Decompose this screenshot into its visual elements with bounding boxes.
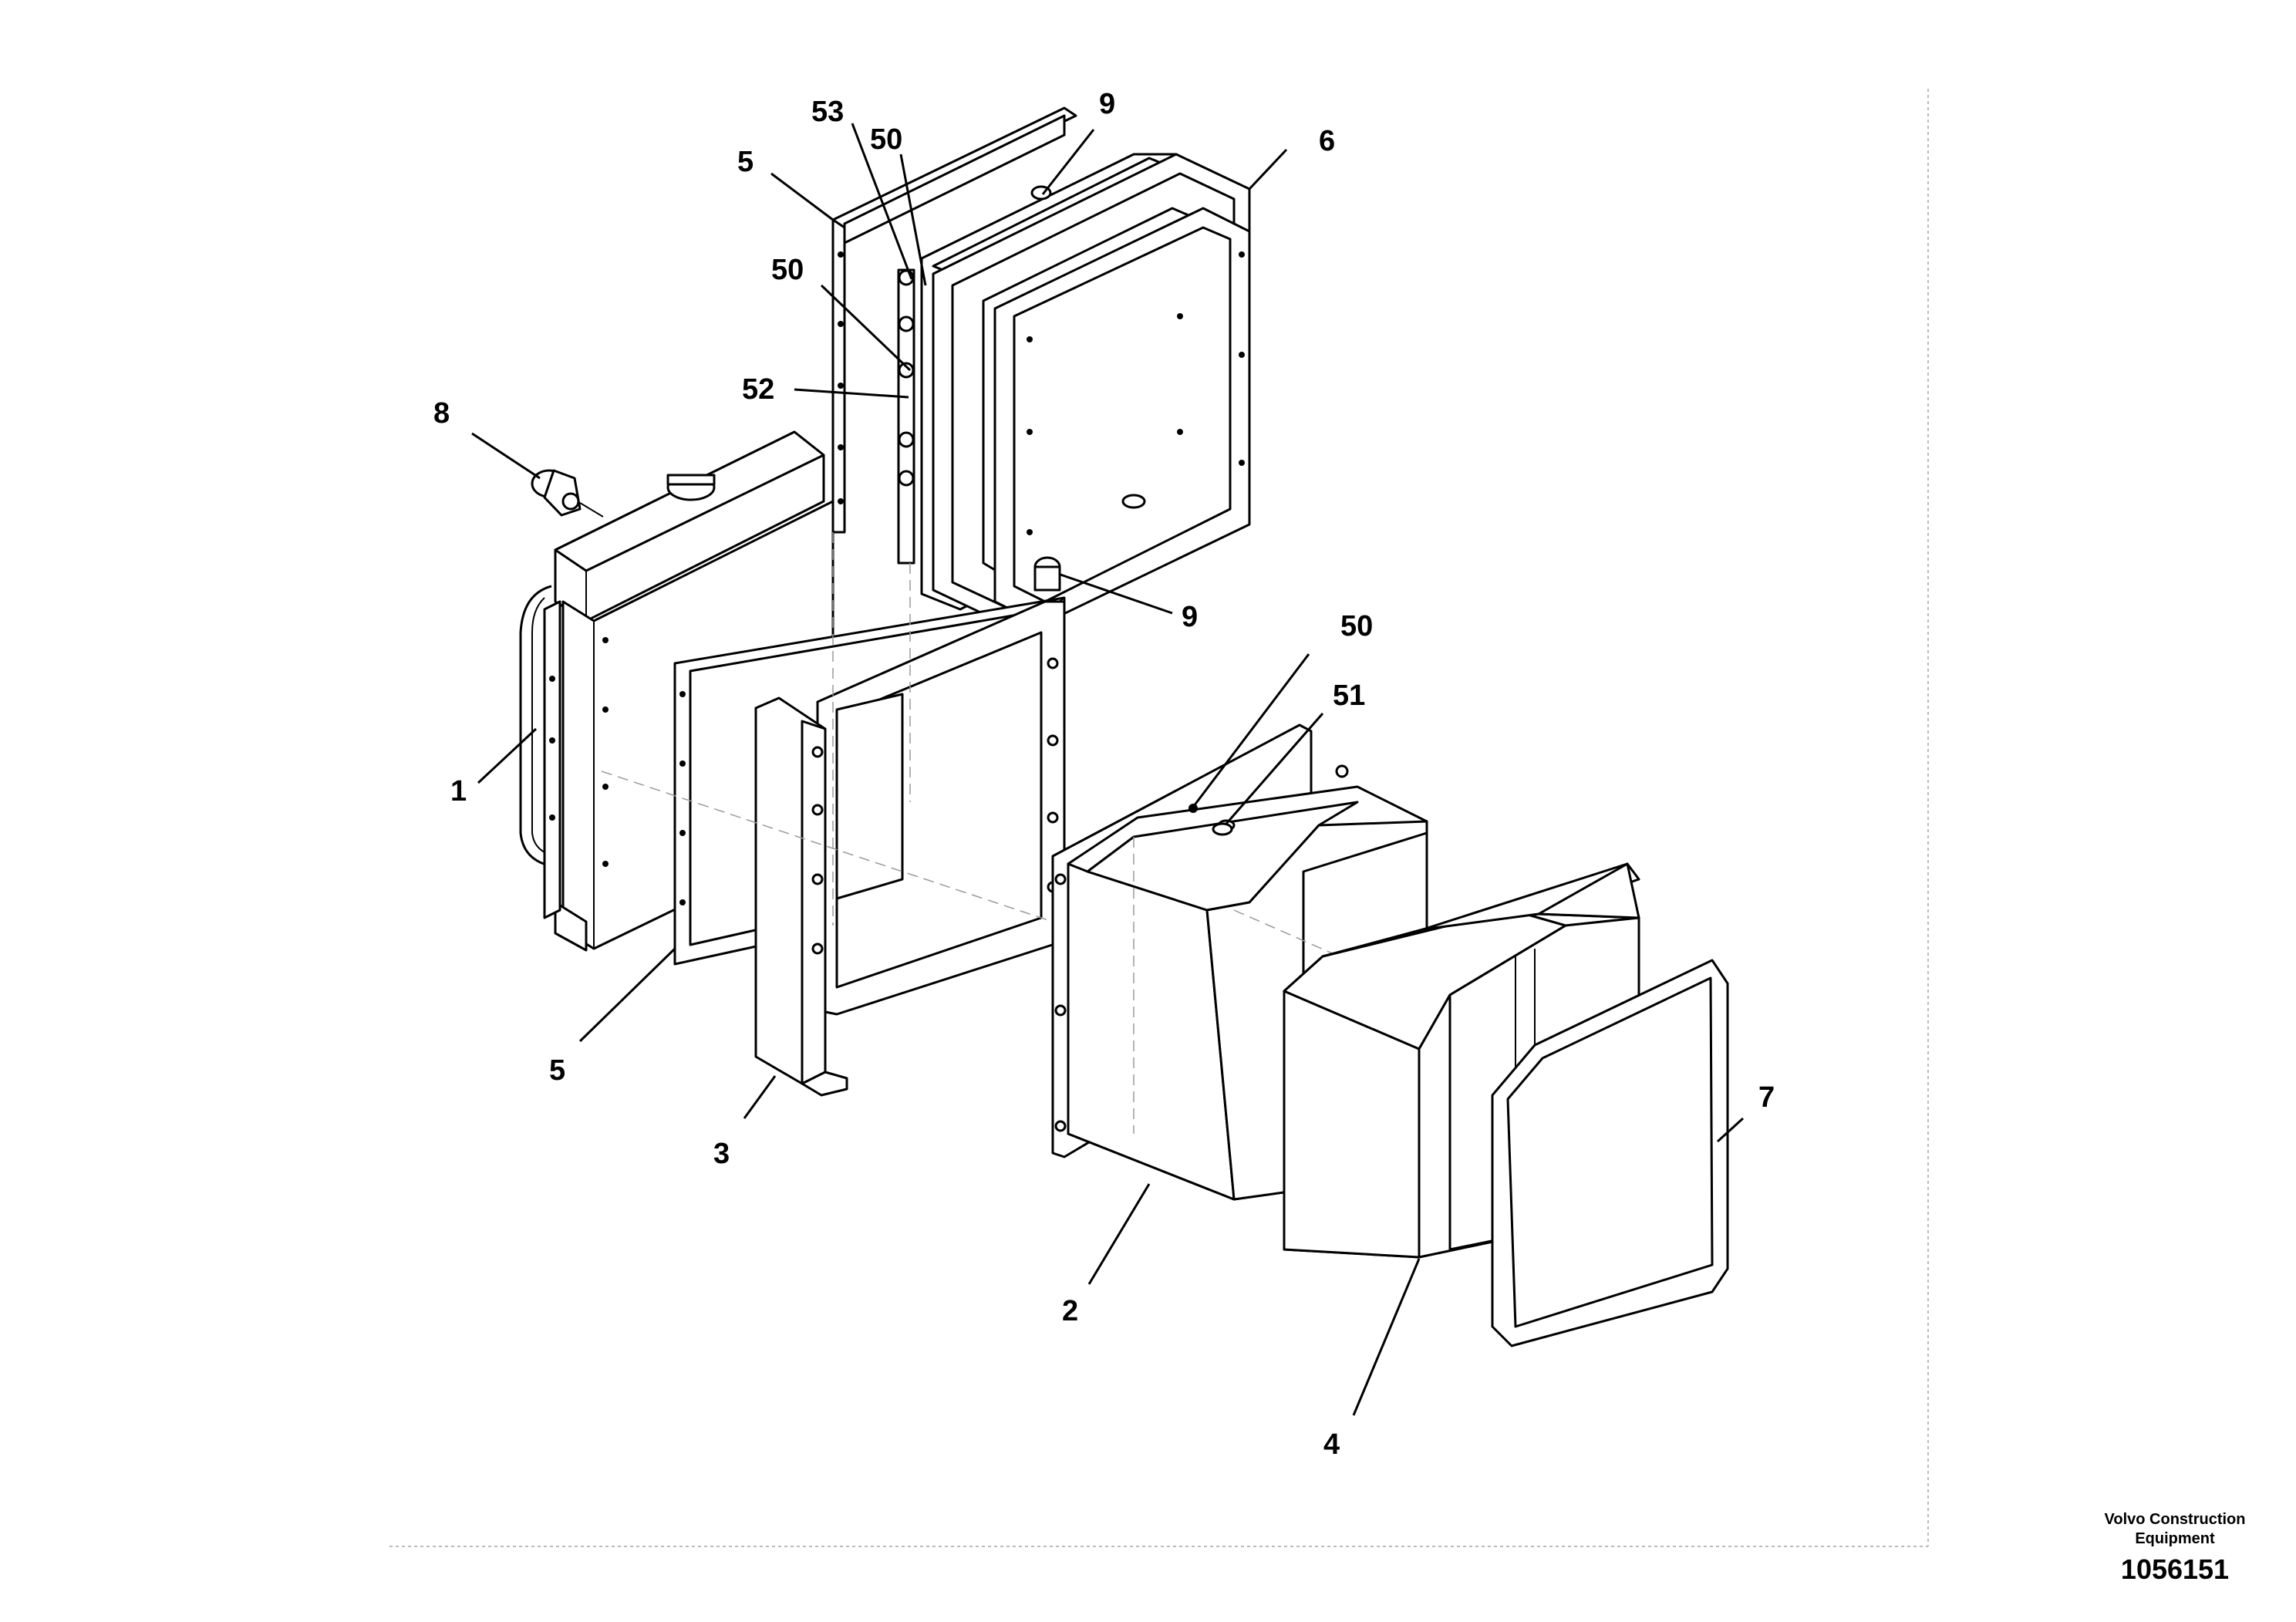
callout-3: 3 bbox=[713, 1138, 730, 1170]
callout-50-bottom: 50 bbox=[1340, 610, 1373, 642]
company-name-line2: Equipment bbox=[2135, 1530, 2215, 1547]
leader-2 bbox=[1087, 1183, 1151, 1285]
callout-51: 51 bbox=[1333, 679, 1365, 712]
leader-3 bbox=[743, 1075, 777, 1119]
leader-5a bbox=[770, 172, 834, 221]
leader-4 bbox=[1352, 1258, 1421, 1416]
callout-2: 2 bbox=[1062, 1295, 1078, 1327]
leader-9b bbox=[1060, 573, 1173, 615]
leader-9a bbox=[1041, 129, 1095, 195]
callout-5-bottom: 5 bbox=[549, 1054, 565, 1087]
title-block: Volvo Construction Equipment 1056151 bbox=[2082, 1510, 2267, 1586]
bracket-frame-part bbox=[754, 600, 1066, 1097]
leader-5b bbox=[578, 947, 676, 1043]
plug-part bbox=[531, 469, 604, 518]
leader-1 bbox=[477, 727, 538, 784]
callout-9-top: 9 bbox=[1099, 88, 1115, 120]
seal-ring-part bbox=[1491, 959, 1729, 1347]
drawing-number: 1056151 bbox=[2120, 1553, 2230, 1585]
callout-52: 52 bbox=[742, 373, 774, 406]
leader-51 bbox=[1225, 713, 1324, 824]
leader-53 bbox=[851, 123, 913, 280]
upper-shroud-part bbox=[831, 106, 1251, 626]
leader-8 bbox=[471, 432, 541, 480]
callout-9-bottom: 9 bbox=[1182, 601, 1198, 633]
leader-7 bbox=[1716, 1117, 1745, 1143]
callout-8: 8 bbox=[433, 397, 450, 430]
callout-53: 53 bbox=[811, 96, 844, 128]
leader-50a bbox=[899, 153, 927, 286]
leader-6 bbox=[1248, 148, 1288, 191]
company-name-line1: Volvo Construction bbox=[2104, 1511, 2246, 1528]
callout-5-top: 5 bbox=[737, 146, 754, 178]
callout-7: 7 bbox=[1758, 1081, 1775, 1114]
leader-52 bbox=[794, 388, 909, 399]
callout-50-mid: 50 bbox=[771, 254, 804, 286]
callout-50-top: 50 bbox=[870, 123, 902, 156]
callout-1: 1 bbox=[450, 775, 467, 808]
callout-6: 6 bbox=[1319, 125, 1335, 157]
leader-50c bbox=[1192, 653, 1310, 807]
leader-50b bbox=[820, 284, 912, 372]
callout-4: 4 bbox=[1323, 1428, 1340, 1461]
